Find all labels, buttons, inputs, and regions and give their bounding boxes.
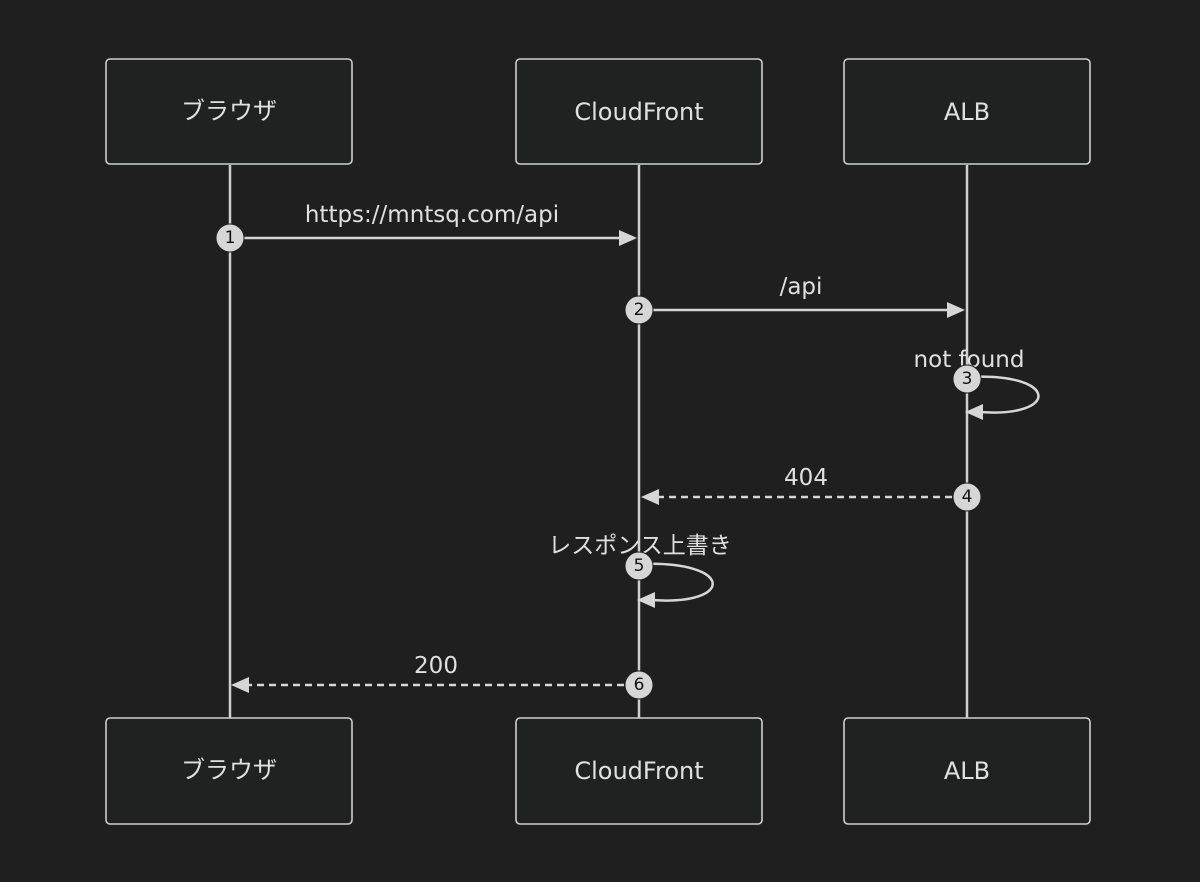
actor-bottom-cloudfront[interactable]: CloudFront bbox=[515, 717, 763, 825]
sequence-number-badge bbox=[952, 364, 982, 394]
actor-box bbox=[105, 58, 353, 165]
actor-box bbox=[515, 58, 763, 165]
sequence-number-badge bbox=[215, 223, 245, 253]
actor-top-browser[interactable]: ブラウザ bbox=[105, 58, 353, 165]
sequence-number-badge bbox=[624, 551, 654, 581]
message-label: /api bbox=[780, 274, 823, 300]
sequence-number: 3 bbox=[962, 369, 973, 389]
self-loop-line bbox=[638, 562, 714, 602]
sequence-number: 1 bbox=[225, 228, 236, 248]
message-1: https://mntsq.com/api 1 bbox=[215, 202, 637, 253]
arrowhead-icon bbox=[965, 404, 983, 420]
sequence-number: 6 bbox=[634, 675, 645, 695]
sequence-number-badge bbox=[624, 670, 654, 700]
message-label: https://mntsq.com/api bbox=[305, 202, 559, 228]
actor-label: CloudFront bbox=[574, 757, 703, 785]
actor-label: ブラウザ bbox=[181, 756, 277, 784]
arrowhead-icon bbox=[641, 489, 659, 505]
message-3: not found 3 bbox=[914, 347, 1040, 420]
actor-box bbox=[843, 58, 1091, 165]
actor-label: CloudFront bbox=[574, 98, 703, 126]
message-4: 404 4 bbox=[641, 465, 982, 512]
self-loop-line bbox=[966, 375, 1040, 414]
actor-label: ALB bbox=[944, 757, 990, 785]
sequence-number: 4 bbox=[962, 487, 973, 507]
actor-bottom-alb[interactable]: ALB bbox=[843, 717, 1091, 825]
arrowhead-icon bbox=[637, 592, 655, 608]
actor-box bbox=[843, 717, 1091, 825]
message-label: 404 bbox=[784, 465, 828, 491]
actor-top-alb[interactable]: ALB bbox=[843, 58, 1091, 165]
arrowhead-icon bbox=[619, 230, 637, 246]
actor-bottom-browser[interactable]: ブラウザ bbox=[105, 717, 353, 825]
message-6: 200 6 bbox=[231, 653, 654, 700]
actor-box bbox=[515, 717, 763, 825]
actor-box bbox=[105, 717, 353, 825]
sequence-number-badge bbox=[952, 482, 982, 512]
actor-label: ALB bbox=[944, 98, 990, 126]
actor-label: ブラウザ bbox=[181, 97, 277, 125]
arrowhead-icon bbox=[947, 302, 965, 318]
actor-top-cloudfront[interactable]: CloudFront bbox=[515, 58, 763, 165]
message-2: /api 2 bbox=[624, 274, 965, 325]
sequence-number: 5 bbox=[634, 556, 645, 576]
message-label: 200 bbox=[414, 653, 458, 679]
sequence-number: 2 bbox=[634, 300, 645, 320]
arrowhead-icon bbox=[231, 677, 249, 693]
sequence-number-badge bbox=[624, 295, 654, 325]
message-5: レスポンス上書き 5 bbox=[548, 533, 732, 608]
